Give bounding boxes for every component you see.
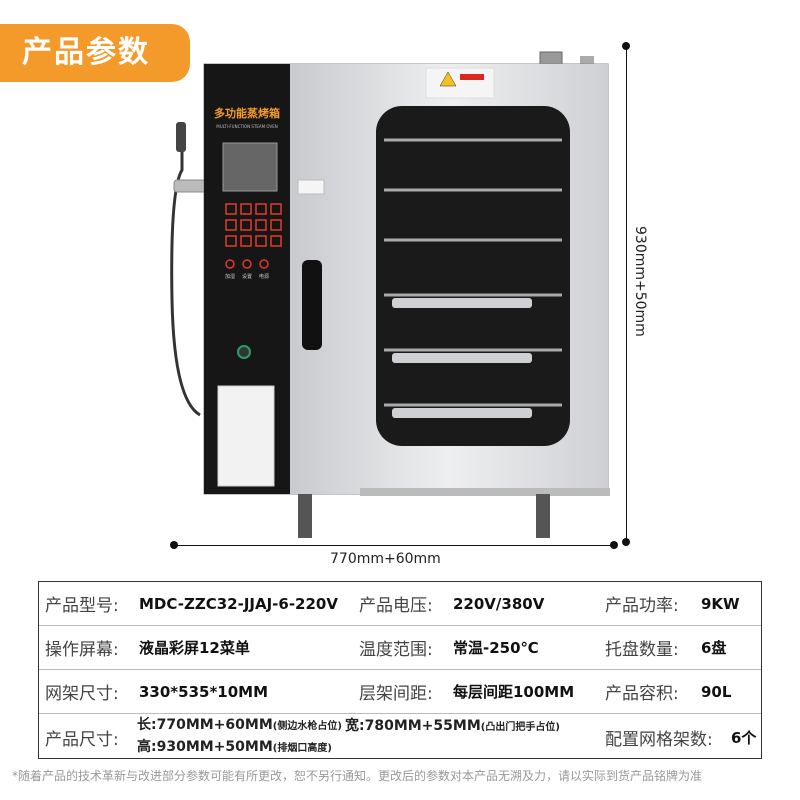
capacity-value: 90L (701, 682, 732, 701)
shelf-spacing-label: 层架间距: (359, 684, 433, 704)
rack-size-value: 330*535*10MM (139, 682, 269, 701)
shelf-spacing-value: 每层间距100MM (453, 683, 575, 701)
disclaimer-footer: *随着产品的技术革新与改进部分参数可能有所更改，恕不另行通知。更改后的参数对本产… (12, 769, 703, 783)
height-dimension-top-dot (622, 42, 630, 50)
handle-sticker (297, 179, 325, 195)
width-value: 宽:780MM+55MM (345, 718, 481, 734)
width-note: (凸出门把手占位) (480, 722, 560, 733)
spec-row-4: 产品尺寸: 长:770MM+60MM(侧边水枪占位) 高:930MM+50MM(… (39, 714, 761, 760)
steam-knob-icon (237, 345, 251, 359)
voltage-label: 产品电压: (359, 596, 433, 616)
humidify-button-icon (225, 259, 235, 269)
settings-button-icon (242, 259, 252, 269)
height-note: (排烟口高度) (272, 743, 332, 754)
front-right-leg (536, 494, 550, 538)
height-dimension-line (626, 46, 627, 542)
screen-label: 操作屏幕: (45, 640, 119, 660)
rack-size-label: 网架尺寸: (45, 684, 119, 704)
temperature-value: 常温-250℃ (453, 639, 539, 657)
tray-count-label: 托盘数量: (605, 640, 679, 660)
product-size-label: 产品尺寸: (45, 729, 119, 750)
water-gun-nozzle (176, 122, 186, 152)
product-size-width: 宽:780MM+55MM(凸出门把手占位) (345, 704, 560, 750)
button-label-settings: 设置 (242, 273, 252, 280)
power-value: 9KW (701, 594, 740, 613)
voltage-value: 220V/380V (453, 594, 545, 613)
instruction-label (217, 385, 275, 487)
temperature-label: 温度范围: (359, 640, 433, 660)
height-dimension-label: 930mm+50mm (632, 226, 648, 337)
steam-oven-illustration: 多功能蒸烤箱 MULTI-FUNCTION STEAM OVEN 加湿 设置 电… (170, 51, 610, 538)
spec-row-3: 网架尺寸: 330*535*10MM 层架间距: 每层间距100MM 产品容积:… (39, 670, 761, 714)
warning-label (425, 67, 495, 99)
drip-tray (360, 488, 610, 496)
button-label-humidify: 加湿 (225, 273, 235, 280)
oven-trays (392, 298, 532, 418)
menu-button-grid (225, 203, 282, 247)
height-dimension-bottom-dot (622, 538, 630, 546)
section-title-badge: 产品参数 (0, 24, 190, 82)
length-note: (侧边水枪占位) (272, 721, 342, 732)
screen-value: 液晶彩屏12菜单 (139, 639, 250, 657)
panel-subtitle: MULTI-FUNCTION STEAM OVEN (216, 124, 277, 129)
product-size-lh: 长:770MM+60MM(侧边水枪占位) 高:930MM+50MM(排烟口高度) (137, 714, 342, 760)
front-left-leg (298, 494, 312, 538)
width-dimension-line (174, 545, 614, 546)
capacity-label: 产品容积: (605, 684, 679, 704)
spec-row-1: 产品型号: MDC-ZZC32-JJAJ-6-220V 产品电压: 220V/3… (39, 582, 761, 626)
model-label: 产品型号: (45, 596, 119, 616)
door-glass-window (376, 106, 570, 446)
exhaust-port (539, 51, 563, 65)
power-button-icon (259, 259, 269, 269)
spec-row-2: 操作屏幕: 液晶彩屏12菜单 温度范围: 常温-250℃ 托盘数量: 6盘 (39, 626, 761, 670)
top-vent (580, 56, 594, 64)
power-label: 产品功率: (605, 596, 679, 616)
width-dimension-end-dot (610, 541, 618, 549)
water-gun-hose (170, 130, 201, 417)
panel-title: 多功能蒸烤箱 (214, 106, 280, 120)
spec-table: 产品型号: MDC-ZZC32-JJAJ-6-220V 产品电压: 220V/3… (38, 581, 762, 759)
door-handle (302, 260, 322, 350)
lcd-screen (222, 142, 278, 192)
rack-count-label: 配置网格架数: (605, 729, 713, 750)
width-dimension-start-dot (170, 541, 178, 549)
rack-count-value: 6个 (731, 728, 757, 747)
warning-triangle-icon (439, 71, 457, 87)
warning-stripe (460, 74, 484, 80)
width-dimension-label: 770mm+60mm (330, 551, 441, 567)
oven-rack-shelves (384, 138, 562, 407)
button-label-power: 电源 (259, 273, 269, 280)
height-value: 高:930MM+50MM (137, 739, 273, 755)
length-value: 长:770MM+60MM (137, 717, 273, 733)
model-value: MDC-ZZC32-JJAJ-6-220V (139, 594, 338, 613)
tray-count-value: 6盘 (701, 639, 727, 657)
